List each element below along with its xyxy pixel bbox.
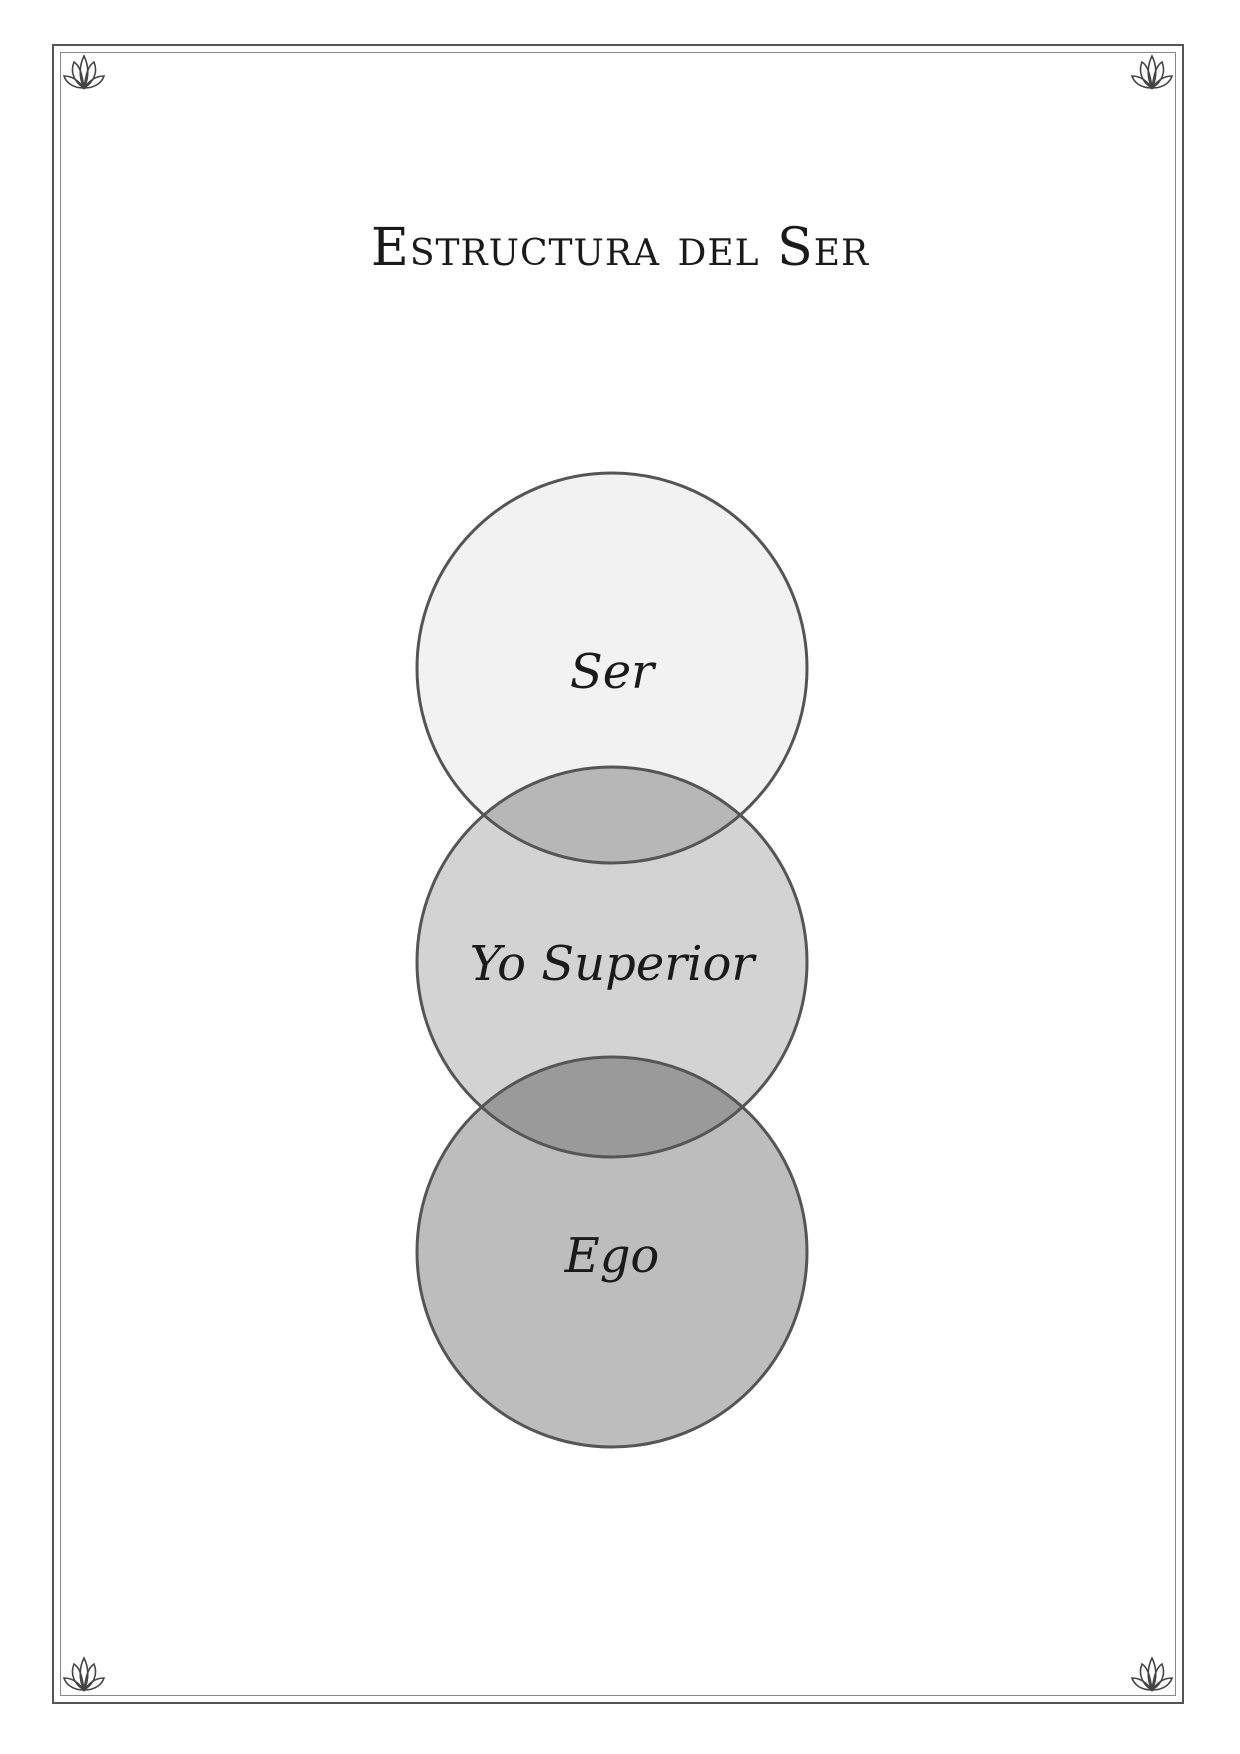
label-ser: Ser [570, 644, 657, 700]
circle-yo-superior [417, 767, 807, 1157]
label-ego: Ego [564, 1228, 660, 1284]
page-border-outer [52, 44, 1184, 1704]
page-border-inner [60, 52, 1176, 1696]
lotus-flower-icon [60, 48, 108, 96]
lotus-flower-icon [1128, 48, 1176, 96]
circle-ego [417, 1057, 807, 1447]
circle-yo-superior-outline [415, 765, 809, 1159]
circle-ego-outline [415, 1055, 809, 1449]
page-title: Estructura del Ser [370, 218, 870, 278]
lotus-flower-icon [1128, 1650, 1176, 1698]
lotus-flower-icon [60, 1650, 108, 1698]
circle-ser-outline [415, 471, 809, 865]
label-yo-superior: Yo Superior [470, 936, 758, 992]
circle-ser [417, 473, 807, 863]
